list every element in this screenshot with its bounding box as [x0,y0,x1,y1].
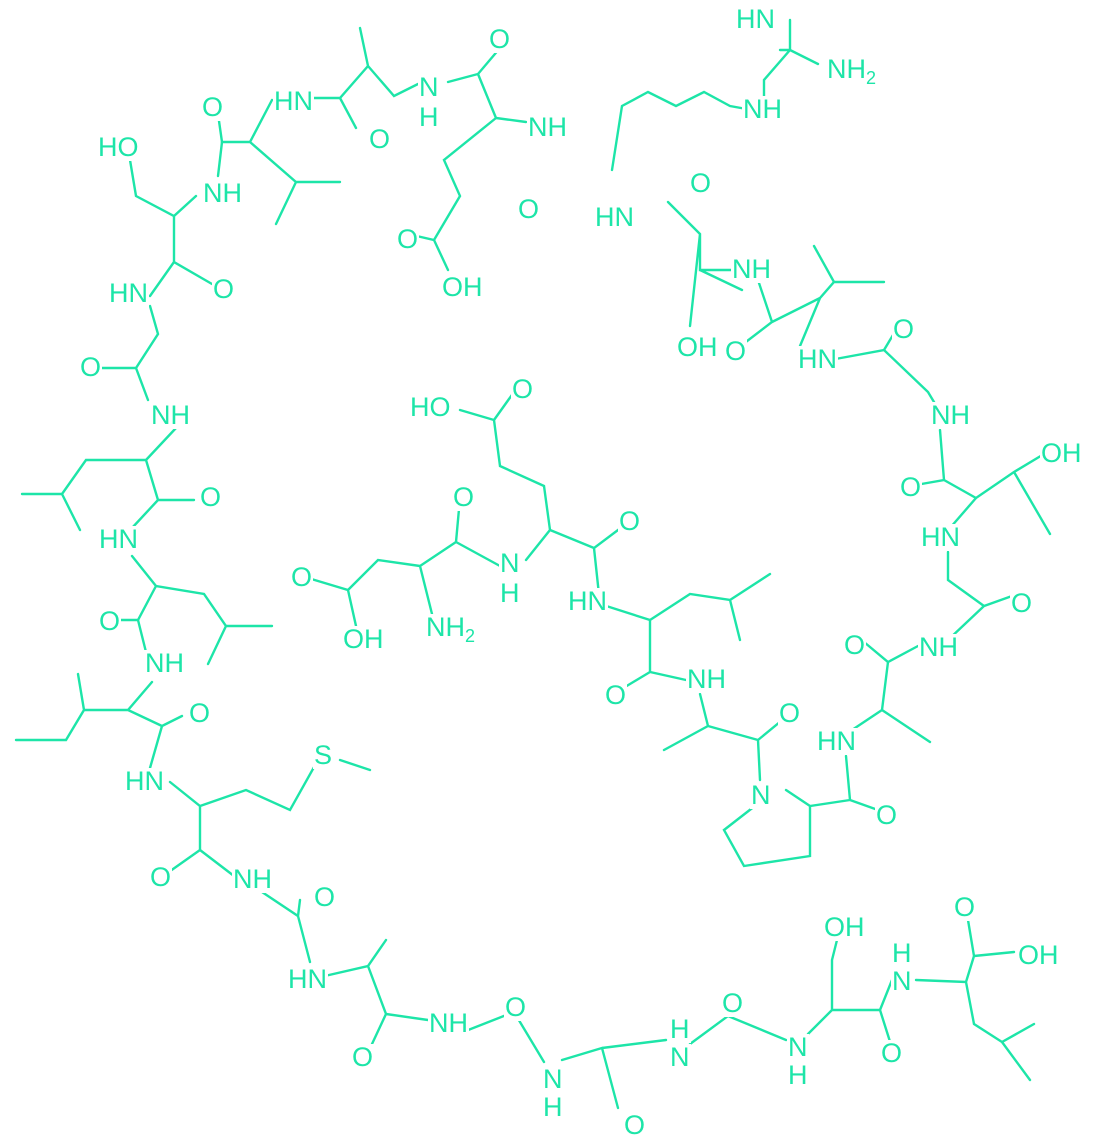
atom-label: O [452,482,476,512]
atom-label: O [892,314,916,344]
atom-label: NH [930,400,971,430]
subscript: 2 [866,68,877,88]
atom-label: O [488,24,512,54]
atom-label: N [418,72,440,102]
atom-label: H [542,1092,564,1122]
atom-label: N [669,1042,691,1072]
atom-label: HN [98,524,139,554]
atom-text: NH [426,612,465,642]
guanidine-amine-label: NH2 [826,54,878,88]
atom-label: O [953,892,977,922]
atom-label: OH [1040,438,1083,468]
atom-label: O [843,630,867,660]
atom-label: HN [287,964,328,994]
atom-label: O [618,506,642,536]
atom-label: NH [150,400,191,430]
atom-label: HN [920,522,961,552]
atom-label: H [499,578,521,608]
atom-label: O [778,698,802,728]
atom-label: O [212,274,236,304]
atom-label: N [891,966,913,996]
atom-label: O [368,124,392,154]
atom-label: O [201,92,225,122]
atom-label: O [880,1038,904,1068]
atom-label: O [149,862,173,892]
atom-label: HN [108,278,149,308]
atom-label: H [891,938,913,968]
atom-label: H [418,102,440,132]
atom-label: OH [676,332,719,362]
atom-label: OH [823,912,866,942]
sulfur-label: S [313,740,334,770]
atom-text: NH [827,54,866,84]
atom-label: HN [594,202,635,232]
amine-nh2-label: NH2 [425,612,477,646]
atom-label: H [787,1060,809,1090]
atom-label: HN [797,344,838,374]
atom-label: O [899,472,923,502]
atom-label: O [188,698,212,728]
atom-label: O [79,352,103,382]
atom-label: HN [124,766,165,796]
arg-sidechain-nh-label: NH [742,94,783,124]
atom-label: O [724,336,748,366]
proline-n-label: N [750,780,772,810]
atom-label: OH [342,624,385,654]
atom-label: N [787,1032,809,1062]
atom-label: HN [816,726,857,756]
atom-label: NH [202,178,243,208]
atom-label: NH [918,632,959,662]
atom-label: N [542,1064,564,1094]
atom-label: O [351,1042,375,1072]
atom-label: O [1010,588,1034,618]
atom-label: HN [567,586,608,616]
subscript: 2 [465,626,476,646]
atom-label: HO [409,392,452,422]
atom-label: H [669,1014,691,1044]
atom-label: NH [686,664,727,694]
atom-label: O [504,992,528,1022]
atom-label: O [604,680,628,710]
atom-label: O [511,374,535,404]
atom-label: HO [97,132,140,162]
atom-label: O [199,482,223,512]
atom-label: O [689,168,713,198]
atom-label: O [313,882,337,912]
guanidine-imine-label: HN [735,4,776,34]
atom-label: NH [527,112,568,142]
atom-label: NH [232,864,273,894]
atom-label: NH [731,254,772,284]
atom-label: N [499,548,521,578]
atom-label: O [721,988,745,1018]
atom-label: O [623,1110,647,1140]
atom-label: O [290,562,314,592]
atom-label: O [875,800,899,830]
atom-label: OH [1017,940,1060,970]
atom-label: O [517,194,541,224]
atom-label: OH [441,272,484,302]
atom-label: NH [144,648,185,678]
atom-label: NH [428,1008,469,1038]
atom-label: O [396,224,420,254]
atom-label: HN [273,86,314,116]
atom-label: O [98,606,122,636]
